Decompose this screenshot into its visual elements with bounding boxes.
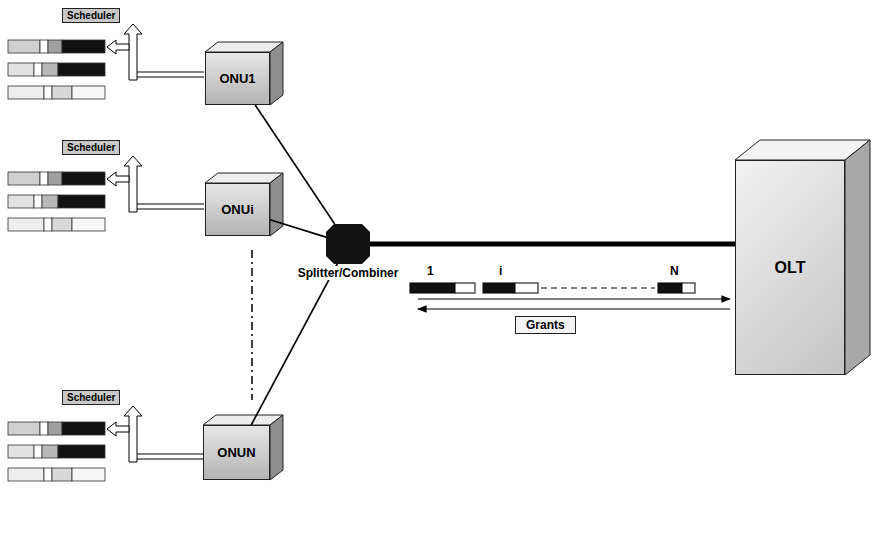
scheduler-label: Scheduler xyxy=(62,8,120,23)
scheduler-label-text: Scheduler xyxy=(67,392,115,403)
queue-segment xyxy=(8,468,44,481)
queue-segment xyxy=(8,63,34,76)
box-side-face xyxy=(270,173,283,236)
queue-segment xyxy=(44,218,52,231)
queue-segment xyxy=(48,172,62,185)
queue-segment xyxy=(42,63,58,76)
queue-segment xyxy=(72,218,105,231)
frame-report xyxy=(515,283,538,293)
upstream-frames xyxy=(410,283,695,293)
onu-box: ONU1 xyxy=(205,52,270,105)
onu-link xyxy=(137,209,204,210)
splitter-combiner: Splitter/Combiner xyxy=(326,224,370,264)
frame-data xyxy=(483,283,515,293)
queue-segment xyxy=(8,195,34,208)
scheduler-group xyxy=(8,24,204,99)
box-top-face xyxy=(203,415,283,425)
frame-report xyxy=(682,283,695,293)
queue-segment xyxy=(52,86,72,99)
frame-report xyxy=(455,283,475,293)
box-side-face xyxy=(270,415,283,480)
box-side-face xyxy=(845,140,870,375)
queue-segment xyxy=(48,40,62,53)
frame-data xyxy=(658,283,682,293)
frame-data xyxy=(410,283,455,293)
grants-arrow xyxy=(418,308,730,309)
queue-arrow xyxy=(107,422,129,436)
queue-segment xyxy=(72,468,105,481)
queue-segment xyxy=(34,445,42,458)
queue-segment xyxy=(40,422,48,435)
splitter-shape xyxy=(326,224,370,264)
onu-link xyxy=(137,459,204,460)
queue-segment xyxy=(52,218,72,231)
queue-segment xyxy=(62,40,105,53)
ellipsis-line xyxy=(251,250,253,400)
onu-box-text: ONUi xyxy=(221,202,254,217)
onu-box: ONUN xyxy=(203,425,270,480)
scheduler-label-text: Scheduler xyxy=(67,10,115,21)
queue-arrow xyxy=(107,40,129,54)
onu-link xyxy=(137,204,204,205)
queue-segment xyxy=(58,63,105,76)
queue-segment xyxy=(62,172,105,185)
frame-number: i xyxy=(499,264,502,278)
onu-box-text: ONU1 xyxy=(219,71,255,86)
drop-fiber xyxy=(251,264,337,425)
queue-segment xyxy=(34,195,42,208)
queue-segment xyxy=(42,445,58,458)
onu-link xyxy=(137,77,204,78)
queue-segment xyxy=(40,172,48,185)
queue-segment xyxy=(8,218,44,231)
box-side-face xyxy=(270,42,283,105)
frame-number: N xyxy=(670,264,679,278)
splitter-combiner-text: Splitter/Combiner xyxy=(296,266,401,280)
olt-box-text: OLT xyxy=(775,259,806,277)
queue-segment xyxy=(8,40,40,53)
queue-segment xyxy=(34,63,42,76)
scheduler-label: Scheduler xyxy=(62,140,120,155)
splitter-body xyxy=(326,224,370,264)
queue-segment xyxy=(8,422,40,435)
scheduler-label: Scheduler xyxy=(62,390,120,405)
queue-segment xyxy=(52,468,72,481)
queue-arrow xyxy=(107,172,129,186)
scheduler-queues xyxy=(8,24,204,481)
olt-box: OLT xyxy=(735,160,845,375)
dashed-gap xyxy=(541,288,655,289)
queue-segment xyxy=(8,86,44,99)
queue-segment xyxy=(62,422,105,435)
drop-fiber xyxy=(270,220,326,237)
grants-box: Grants xyxy=(515,316,576,334)
feeder-fiber xyxy=(370,242,735,247)
queue-segment xyxy=(48,422,62,435)
onu-faces xyxy=(203,42,870,480)
queue-segment xyxy=(44,86,52,99)
queue-segment xyxy=(40,40,48,53)
frame-number: 1 xyxy=(427,264,434,278)
queue-segment xyxy=(58,445,105,458)
onu-link xyxy=(137,454,204,455)
queue-segment xyxy=(58,195,105,208)
queue-segment xyxy=(8,445,34,458)
onu-box-text: ONUN xyxy=(217,445,255,460)
onu-box: ONUi xyxy=(205,183,270,236)
queue-segment xyxy=(72,86,105,99)
grants-box-text: Grants xyxy=(526,318,565,332)
queue-segment xyxy=(44,468,52,481)
upstream-arrow xyxy=(418,298,730,299)
onu-link xyxy=(137,72,204,73)
scheduler-group xyxy=(8,156,204,231)
scheduler-label-text: Scheduler xyxy=(67,142,115,153)
queue-segment xyxy=(42,195,58,208)
queue-segment xyxy=(8,172,40,185)
scheduler-group xyxy=(8,406,204,481)
